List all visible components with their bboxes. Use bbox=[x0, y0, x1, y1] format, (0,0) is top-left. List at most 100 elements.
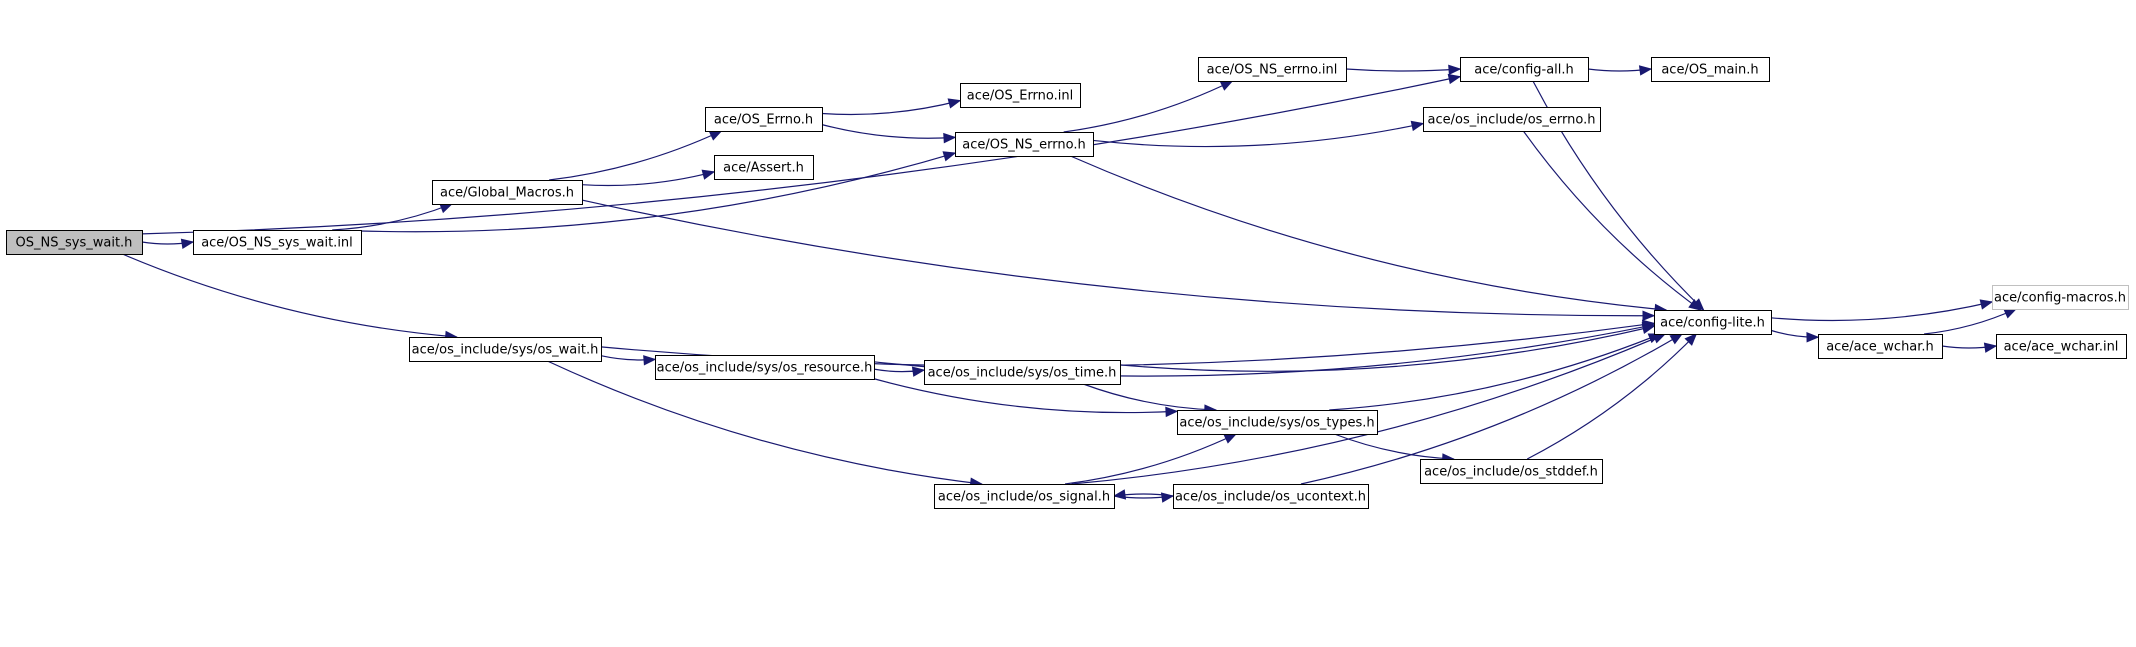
node-sys-os-types[interactable]: ace/os_include/sys/os_types.h bbox=[1177, 410, 1378, 435]
node-os-errno-h[interactable]: ace/OS_Errno.h bbox=[705, 107, 823, 132]
arrowhead bbox=[947, 98, 962, 109]
edge-line bbox=[1329, 333, 1661, 411]
edge-root-to-config-all bbox=[141, 73, 1462, 235]
edge-sys-os-time-to-config-lite bbox=[1119, 323, 1656, 372]
node-box[interactable] bbox=[960, 83, 1081, 108]
arrowhead bbox=[1165, 406, 1179, 418]
node-box[interactable] bbox=[955, 132, 1094, 157]
node-box[interactable] bbox=[1992, 285, 2129, 310]
edge-line bbox=[1070, 155, 1667, 311]
node-os-main[interactable]: ace/OS_main.h bbox=[1651, 57, 1770, 82]
edge-line bbox=[1119, 325, 1655, 372]
node-box[interactable] bbox=[1654, 310, 1772, 335]
node-box[interactable] bbox=[655, 355, 875, 380]
node-box[interactable] bbox=[1177, 410, 1378, 435]
node-box[interactable] bbox=[934, 484, 1115, 509]
edge-line bbox=[360, 152, 956, 233]
node-label: ace/config-macros.h bbox=[1994, 291, 2126, 306]
edge-config-lite-to-ace-wchar-h bbox=[1770, 329, 1820, 343]
node-label: ace/os_include/os_errno.h bbox=[1428, 113, 1596, 128]
edge-line bbox=[1063, 80, 1233, 133]
node-box[interactable] bbox=[705, 107, 823, 132]
node-config-all[interactable]: ace/config-all.h bbox=[1460, 57, 1589, 82]
node-sys-os-time[interactable]: ace/os_include/sys/os_time.h bbox=[924, 360, 1121, 385]
edge-line bbox=[1334, 433, 1454, 460]
node-label: OS_NS_sys_wait.h bbox=[16, 236, 133, 251]
node-config-lite[interactable]: ace/config-lite.h bbox=[1654, 310, 1772, 335]
node-os-errno-inl[interactable]: ace/OS_Errno.inl bbox=[960, 83, 1081, 108]
node-box[interactable] bbox=[1198, 57, 1347, 82]
node-box[interactable] bbox=[432, 180, 583, 205]
edge-sys-wait-inl-to-global-macros bbox=[332, 203, 454, 231]
edge-os-stddef-to-config-lite bbox=[1526, 333, 1698, 460]
edge-sys-os-wait-to-sys-os-resource bbox=[600, 355, 657, 366]
node-sys-os-resource[interactable]: ace/os_include/sys/os_resource.h bbox=[655, 355, 875, 380]
arrowhead bbox=[1669, 333, 1684, 345]
node-box[interactable] bbox=[1996, 334, 2127, 359]
node-box[interactable] bbox=[1173, 484, 1369, 509]
node-label: ace/OS_Errno.inl bbox=[967, 89, 1073, 104]
edge-line bbox=[821, 100, 961, 116]
edge-os-ns-errno-h-to-config-lite bbox=[1070, 155, 1668, 315]
edge-os-ns-errno-h-to-inc-os-errno bbox=[1092, 120, 1425, 148]
node-label: ace/Assert.h bbox=[723, 161, 804, 176]
edge-sys-wait-inl-to-os-ns-errno-h bbox=[360, 151, 957, 233]
node-inc-os-errno[interactable]: ace/os_include/os_errno.h bbox=[1423, 107, 1601, 132]
arrowhead bbox=[1638, 65, 1653, 76]
node-os-signal[interactable]: ace/os_include/os_signal.h bbox=[934, 484, 1115, 509]
edge-line bbox=[1082, 383, 1216, 411]
node-label: ace/os_include/sys/os_types.h bbox=[1179, 416, 1374, 431]
node-os-ns-errno-inl[interactable]: ace/OS_NS_errno.inl bbox=[1198, 57, 1347, 82]
node-global-macros[interactable]: ace/Global_Macros.h bbox=[432, 180, 583, 205]
node-assert-h[interactable]: ace/Assert.h bbox=[714, 155, 814, 180]
arrowhead bbox=[911, 366, 926, 377]
node-box[interactable] bbox=[1460, 57, 1589, 82]
node-os-ucontext[interactable]: ace/os_include/os_ucontext.h bbox=[1173, 484, 1369, 509]
node-ace-wchar-h[interactable]: ace/ace_wchar.h bbox=[1818, 334, 1943, 359]
node-sys-wait-inl[interactable]: ace/OS_NS_sys_wait.inl bbox=[193, 230, 362, 255]
node-box[interactable] bbox=[409, 337, 602, 362]
edge-line bbox=[1526, 333, 1697, 460]
node-box[interactable] bbox=[1420, 459, 1603, 484]
edge-line bbox=[1345, 68, 1461, 72]
node-config-macros[interactable]: ace/config-macros.h bbox=[1992, 285, 2129, 310]
edge-line bbox=[1522, 130, 1701, 311]
edge-line bbox=[549, 130, 722, 181]
node-box[interactable] bbox=[6, 230, 143, 255]
node-box[interactable] bbox=[924, 360, 1121, 385]
arrowhead bbox=[1448, 64, 1462, 76]
edge-os-ns-errno-inl-to-config-all bbox=[1345, 64, 1462, 76]
arrowhead bbox=[708, 130, 723, 141]
edge-line bbox=[1064, 433, 1237, 485]
edge-global-macros-to-os-errno-h bbox=[549, 130, 723, 181]
node-box[interactable] bbox=[714, 155, 814, 180]
arrowhead bbox=[942, 151, 957, 162]
node-sys-os-wait[interactable]: ace/os_include/sys/os_wait.h bbox=[409, 337, 602, 362]
node-os-stddef[interactable]: ace/os_include/os_stddef.h bbox=[1420, 459, 1603, 484]
node-box[interactable] bbox=[1423, 107, 1601, 132]
node-label: ace/Global_Macros.h bbox=[440, 186, 574, 201]
node-box[interactable] bbox=[1818, 334, 1943, 359]
edge-line bbox=[547, 360, 982, 485]
arrowhead bbox=[1806, 332, 1820, 343]
arrowhead bbox=[1642, 310, 1656, 321]
edge-line bbox=[122, 253, 457, 338]
node-root[interactable]: OS_NS_sys_wait.h bbox=[6, 230, 143, 255]
edge-line bbox=[581, 199, 1655, 317]
arrowhead bbox=[1223, 433, 1238, 444]
arrowhead bbox=[1684, 333, 1698, 346]
node-os-ns-errno-h[interactable]: ace/OS_NS_errno.h bbox=[955, 132, 1094, 157]
edge-os-ns-errno-h-to-os-ns-errno-inl bbox=[1063, 80, 1234, 133]
node-box[interactable] bbox=[1651, 57, 1770, 82]
node-ace-wchar-inl[interactable]: ace/ace_wchar.inl bbox=[1996, 334, 2127, 359]
arrowhead bbox=[643, 355, 657, 366]
node-box[interactable] bbox=[193, 230, 362, 255]
arrowhead bbox=[1979, 299, 1994, 310]
arrowhead bbox=[1983, 342, 1998, 353]
edge-sys-os-time-to-sys-os-types bbox=[1082, 383, 1218, 415]
node-label: ace/os_include/os_signal.h bbox=[938, 490, 1110, 505]
edge-line bbox=[1770, 301, 1993, 322]
arrowhead bbox=[701, 169, 716, 180]
edge-line bbox=[332, 203, 453, 231]
